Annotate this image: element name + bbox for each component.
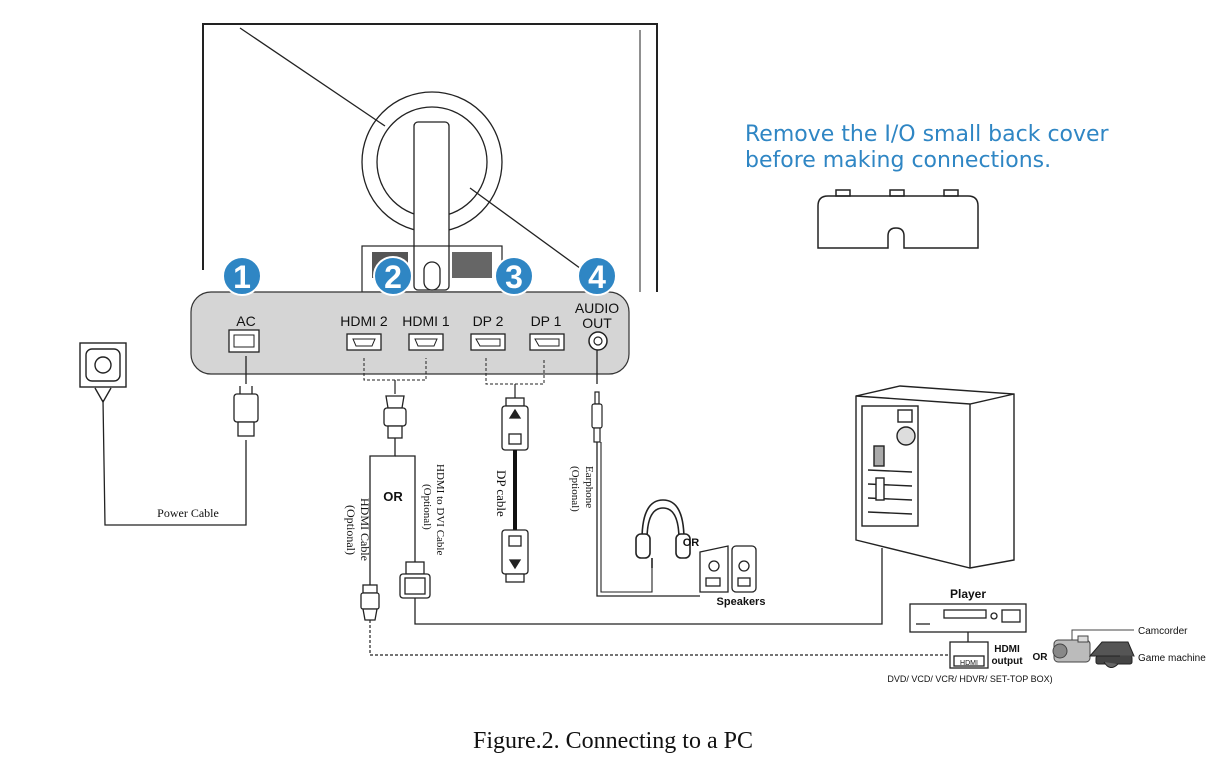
speakers: [699, 545, 757, 593]
audio-cable-line-inner: [600, 442, 653, 593]
badge-3-number: 3: [505, 259, 523, 295]
dp-connector-top: [501, 397, 529, 451]
camcorder-pointer-line: [1071, 629, 1134, 640]
badge-2: 2: [373, 256, 413, 296]
io-back-cover: [817, 189, 979, 249]
hdmi-cable-label-line1: HDMI Cable: [358, 498, 372, 561]
camcorder-icon: [1052, 635, 1091, 663]
badge-4: 4: [577, 256, 617, 296]
hdmi-split-line: [369, 438, 396, 585]
hdmi-dvi-cable-label-line2: (Optional): [421, 484, 433, 530]
hdmi2-port: [346, 333, 382, 351]
dvi-pc-line: [414, 548, 883, 625]
dp2-port-label: DP 2: [473, 313, 504, 329]
audio-port-label-line2: OUT: [582, 315, 612, 331]
dp2-port: [470, 333, 506, 351]
wall-outlet: [79, 342, 127, 404]
player-device: [909, 603, 1027, 633]
ac-port-label: AC: [236, 313, 255, 329]
note-line-1: Remove the I/O small back cover: [745, 122, 1110, 147]
audio-cable-line: [596, 442, 700, 597]
dp1-port-label: DP 1: [531, 313, 562, 329]
hdmi1-port: [408, 333, 444, 351]
monitor-back: [202, 23, 658, 293]
hdmi-output-label-line1: HDMI: [994, 644, 1020, 655]
hdmi-connector-bottom: [360, 584, 380, 621]
note-line-2: before making connections.: [745, 148, 1051, 173]
hdmi-cable-label-line2: (Optional): [344, 505, 358, 555]
hdmi-output-label-line2: output: [991, 656, 1023, 667]
hdmi-dvi-cable-label-line1: HDMI to DVI Cable: [434, 464, 446, 555]
hdmi-connector-top: [383, 395, 407, 439]
power-cable-label: Power Cable: [157, 506, 219, 520]
dp-connector-bottom: [501, 529, 529, 583]
audio-port: [588, 331, 608, 351]
ac-port: [228, 329, 260, 353]
hdmi-or-label: OR: [383, 489, 403, 504]
speakers-label: Speakers: [717, 596, 766, 608]
audio-plug: [591, 391, 603, 443]
audio-port-label-line1: AUDIO: [575, 300, 619, 316]
headphones: [635, 499, 691, 568]
earphone-label-line2: (Optional): [569, 466, 581, 512]
sources-or-label: OR: [1033, 652, 1049, 663]
game-machine-icon: [1088, 641, 1135, 668]
pc-tower: [855, 385, 1015, 569]
power-plug: [233, 386, 259, 437]
dp-cable-label: DP cable: [494, 470, 509, 517]
power-cable-line: [102, 399, 247, 526]
badge-2-number: 2: [384, 259, 402, 295]
badge-3: 3: [494, 256, 534, 296]
sources-label: DVD/ VCD/ VCR/ HDVR/ SET-TOP BOX): [887, 674, 1052, 684]
io-panel: [190, 291, 630, 375]
player-hdmi-badge: HDMI: [960, 660, 978, 667]
player-hdmi-port: [949, 641, 989, 669]
dp1-port: [529, 333, 565, 351]
hdmi-source-dashed-line: [369, 620, 948, 656]
hdmi1-port-label: HDMI 1: [402, 313, 450, 329]
hdmi2-port-label: HDMI 2: [340, 313, 388, 329]
badge-4-number: 4: [588, 259, 606, 295]
figure-caption: Figure.2. Connecting to a PC: [473, 728, 753, 754]
badge-1-number: 1: [233, 259, 251, 295]
audio-or-label: OR: [683, 537, 700, 549]
camcorder-label: Camcorder: [1138, 626, 1188, 637]
player-label: Player: [950, 587, 986, 601]
dvi-connector: [399, 561, 431, 599]
badge-1: 1: [222, 256, 262, 296]
hdmi-to-dvi-line: [395, 455, 416, 562]
game-machine-label: Game machine: [1138, 653, 1206, 664]
earphone-label-line1: Earphone: [583, 466, 595, 508]
